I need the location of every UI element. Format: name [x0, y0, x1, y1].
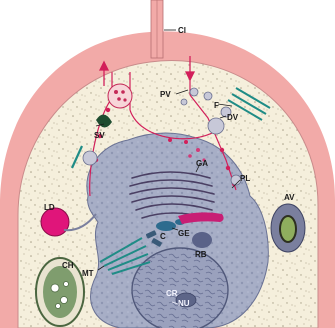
- label-rb: RB: [195, 250, 207, 259]
- label-dv-text: DV: [227, 113, 239, 122]
- label-pl-text: PL: [240, 174, 250, 183]
- label-c: C: [160, 232, 166, 241]
- label-ld: LD: [44, 203, 55, 212]
- label-f-text: F: [214, 101, 219, 110]
- label-cr: CR: [166, 289, 178, 298]
- label-ch: CH: [62, 261, 74, 270]
- label-pv-text: PV: [160, 90, 171, 99]
- label-ch-text: CH: [62, 261, 74, 270]
- label-av: AV: [284, 193, 295, 202]
- ribosome-body: [192, 232, 212, 248]
- label-mt-text: MT: [82, 269, 94, 278]
- secretory-vesicle: [108, 84, 132, 108]
- label-cr-text: CR: [166, 289, 178, 298]
- label-sv-text: SV: [94, 131, 105, 140]
- label-ge-text: GE: [178, 229, 190, 238]
- label-rb-text: RB: [195, 250, 207, 259]
- chloroplast: [36, 258, 84, 326]
- lipid-droplet: [41, 208, 69, 236]
- label-ga-text: GA: [196, 159, 208, 168]
- label-ld-text: LD: [44, 203, 55, 212]
- label-av-text: AV: [284, 193, 295, 202]
- plasmodesma-channel: [151, 0, 163, 58]
- label-nu-text: NU: [178, 299, 190, 308]
- label-cl-text: Cl: [178, 26, 186, 35]
- autophagic-vacuole: [271, 204, 305, 252]
- nucleus: [132, 248, 228, 328]
- label-c-text: C: [160, 232, 166, 241]
